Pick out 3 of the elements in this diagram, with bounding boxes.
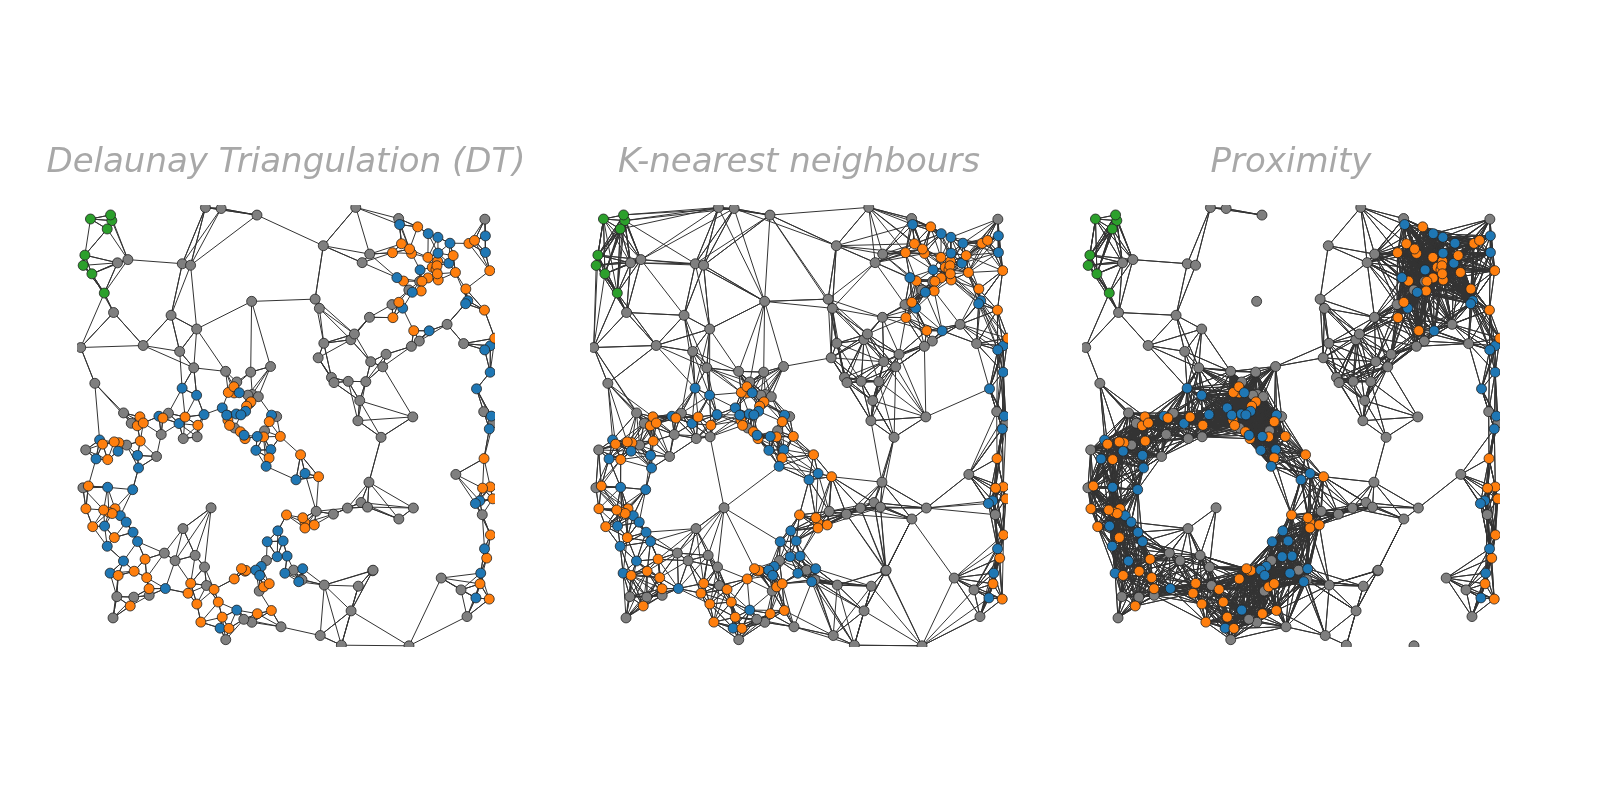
panel-title: Delaunay Triangulation (DT) (45, 140, 527, 180)
panel-title: Proximity (1209, 140, 1373, 180)
panel-title: K-nearest neighbours (617, 140, 981, 180)
